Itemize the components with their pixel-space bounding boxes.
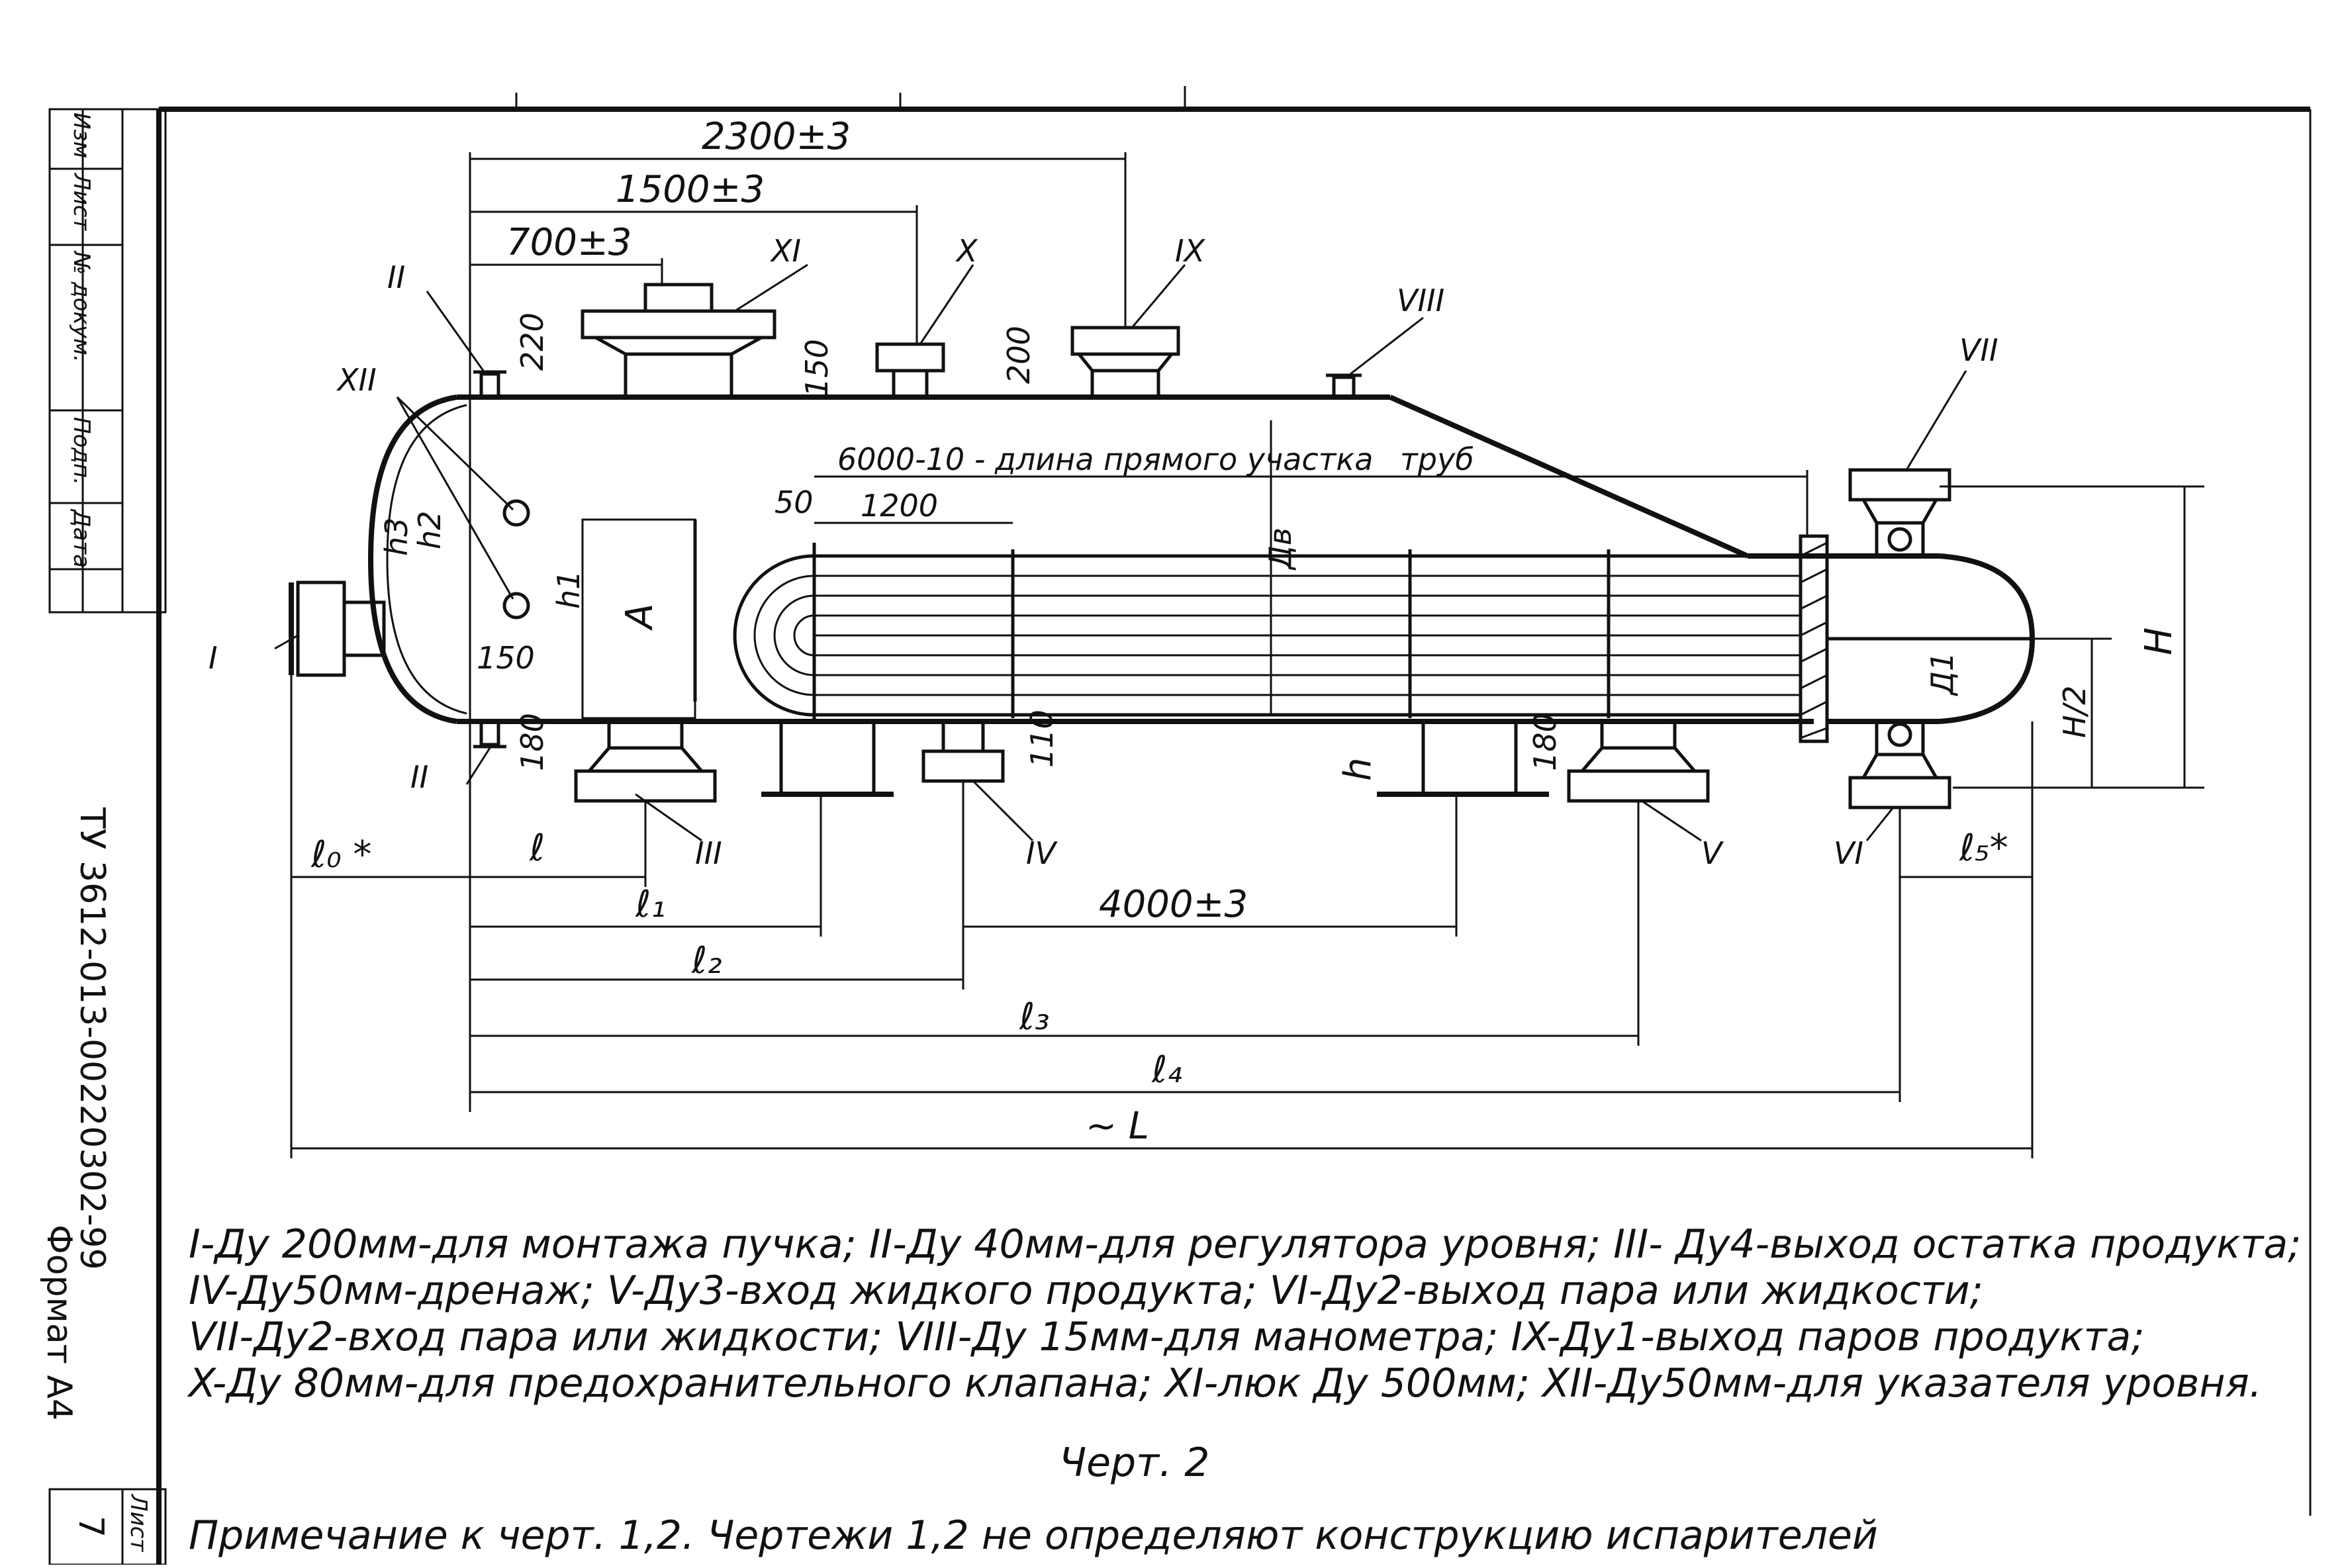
drawing-note: Примечание к черт. 1,2. Чертежи 1,2 не о…: [189, 1512, 1878, 1559]
dim-150-side: 150: [477, 640, 535, 676]
dim-6000: 6000-10 - длина прямого участка: [837, 441, 1373, 477]
tube-bundle: [733, 543, 1801, 721]
doc-code: ТУ 3612-013-00220302-99: [72, 807, 112, 1270]
dim-l0: ℓ₀ *: [310, 833, 371, 876]
sheet-label: Лист: [125, 1493, 152, 1552]
nozzle-labels: I II II III IV V VI VII VIII IX X XI XII: [209, 233, 1998, 871]
dim-2300: 2300±3: [702, 115, 851, 158]
dim-h: h: [1337, 758, 1380, 782]
dimension-lines: [274, 152, 2204, 1158]
nozzle-label-iv: IV: [1026, 835, 1058, 871]
dim-l5: ℓ₅*: [1959, 827, 2008, 870]
dim-D1: Д1: [1924, 652, 1960, 696]
nozzle-label-x: X: [955, 233, 978, 269]
dim-l4: ℓ₄: [1151, 1048, 1182, 1091]
dim-l: ℓ: [529, 827, 545, 870]
dimension-labels: 2300±3 1500±3 700±3 220 150 200 6000-10 …: [310, 115, 2181, 1148]
stamp-date: Дата: [68, 508, 95, 568]
dim-l3: ℓ₃: [1019, 995, 1050, 1038]
dim-6000-tubes: труб: [1400, 441, 1474, 477]
saddle-supports: [761, 719, 1549, 797]
legend: I-Ду 200мм-для монтажа пучка; II-Ду 40мм…: [187, 1221, 2301, 1559]
legend-line-2: IV-Ду50мм-дренаж; V-Ду3-вход жидкого про…: [189, 1268, 1983, 1314]
stamp-list: Лист: [68, 172, 95, 231]
nozzle-label-ii-bottom: II: [410, 759, 428, 795]
legend-line-3: VII-Ду2-вход пара или жидкости; VIII-Ду …: [189, 1314, 2145, 1360]
nozzle-label-iii: III: [695, 835, 722, 871]
frame: [156, 86, 2312, 1565]
nozzle-label-v: V: [1701, 835, 1724, 871]
stamp-doc: № докум.: [68, 250, 95, 363]
nozzle-label-vii: VII: [1959, 332, 1998, 368]
dim-l1: ℓ₁: [635, 883, 666, 926]
dim-h2: h2: [412, 511, 447, 549]
dim-200: 200: [1001, 326, 1037, 384]
dim-1500: 1500±3: [616, 168, 765, 211]
dim-4000: 4000±3: [1099, 883, 1248, 926]
revision-stamp: Изм Лист № докум. Подп. Дата ТУ 3612-013…: [39, 108, 167, 1566]
stamp-izm: Изм: [68, 113, 95, 158]
dim-700: 700±3: [506, 221, 632, 264]
sheet-number: 7: [71, 1516, 111, 1538]
dim-l2: ℓ₂: [691, 939, 722, 982]
dim-50: 50: [774, 484, 814, 520]
nozzle-label-viii: VIII: [1397, 283, 1444, 318]
dim-H: H: [2137, 627, 2181, 655]
legend-line-1: I-Ду 200мм-для монтажа пучка; II-Ду 40мм…: [189, 1221, 2301, 1268]
nozzle-label-ii-top: II: [387, 259, 405, 295]
dim-110: 110: [1024, 710, 1060, 768]
stamp-sign: Подп.: [68, 417, 95, 485]
dim-A: A: [618, 604, 661, 631]
dim-220: 220: [514, 312, 550, 371]
dim-180-right: 180: [1527, 713, 1563, 771]
tubesheet-hatch: [1800, 541, 1828, 739]
dim-150-top: 150: [799, 339, 835, 397]
dim-L: ~ L: [1086, 1105, 1149, 1148]
dim-180-left: 180: [514, 713, 550, 771]
drawing-caption: Черт. 2: [1059, 1440, 1209, 1486]
nozzles: [289, 283, 1951, 809]
dim-H2: H/2: [2057, 686, 2092, 738]
dim-dv: Дв: [1262, 528, 1298, 571]
nozzle-label-i: I: [209, 640, 218, 676]
dim-h1: h1: [551, 571, 586, 609]
nozzle-label-xii: XII: [336, 362, 377, 398]
nozzle-label-ix: IX: [1175, 233, 1206, 269]
nozzle-label-xi: XI: [770, 233, 801, 269]
dim-1200: 1200: [861, 488, 938, 524]
nozzle-label-vi: VI: [1834, 835, 1863, 871]
format-label: Формат А4: [39, 1224, 79, 1420]
legend-line-4: X-Ду 80мм-для предохранительного клапана…: [187, 1360, 2262, 1407]
dim-h3: h3: [379, 518, 414, 556]
